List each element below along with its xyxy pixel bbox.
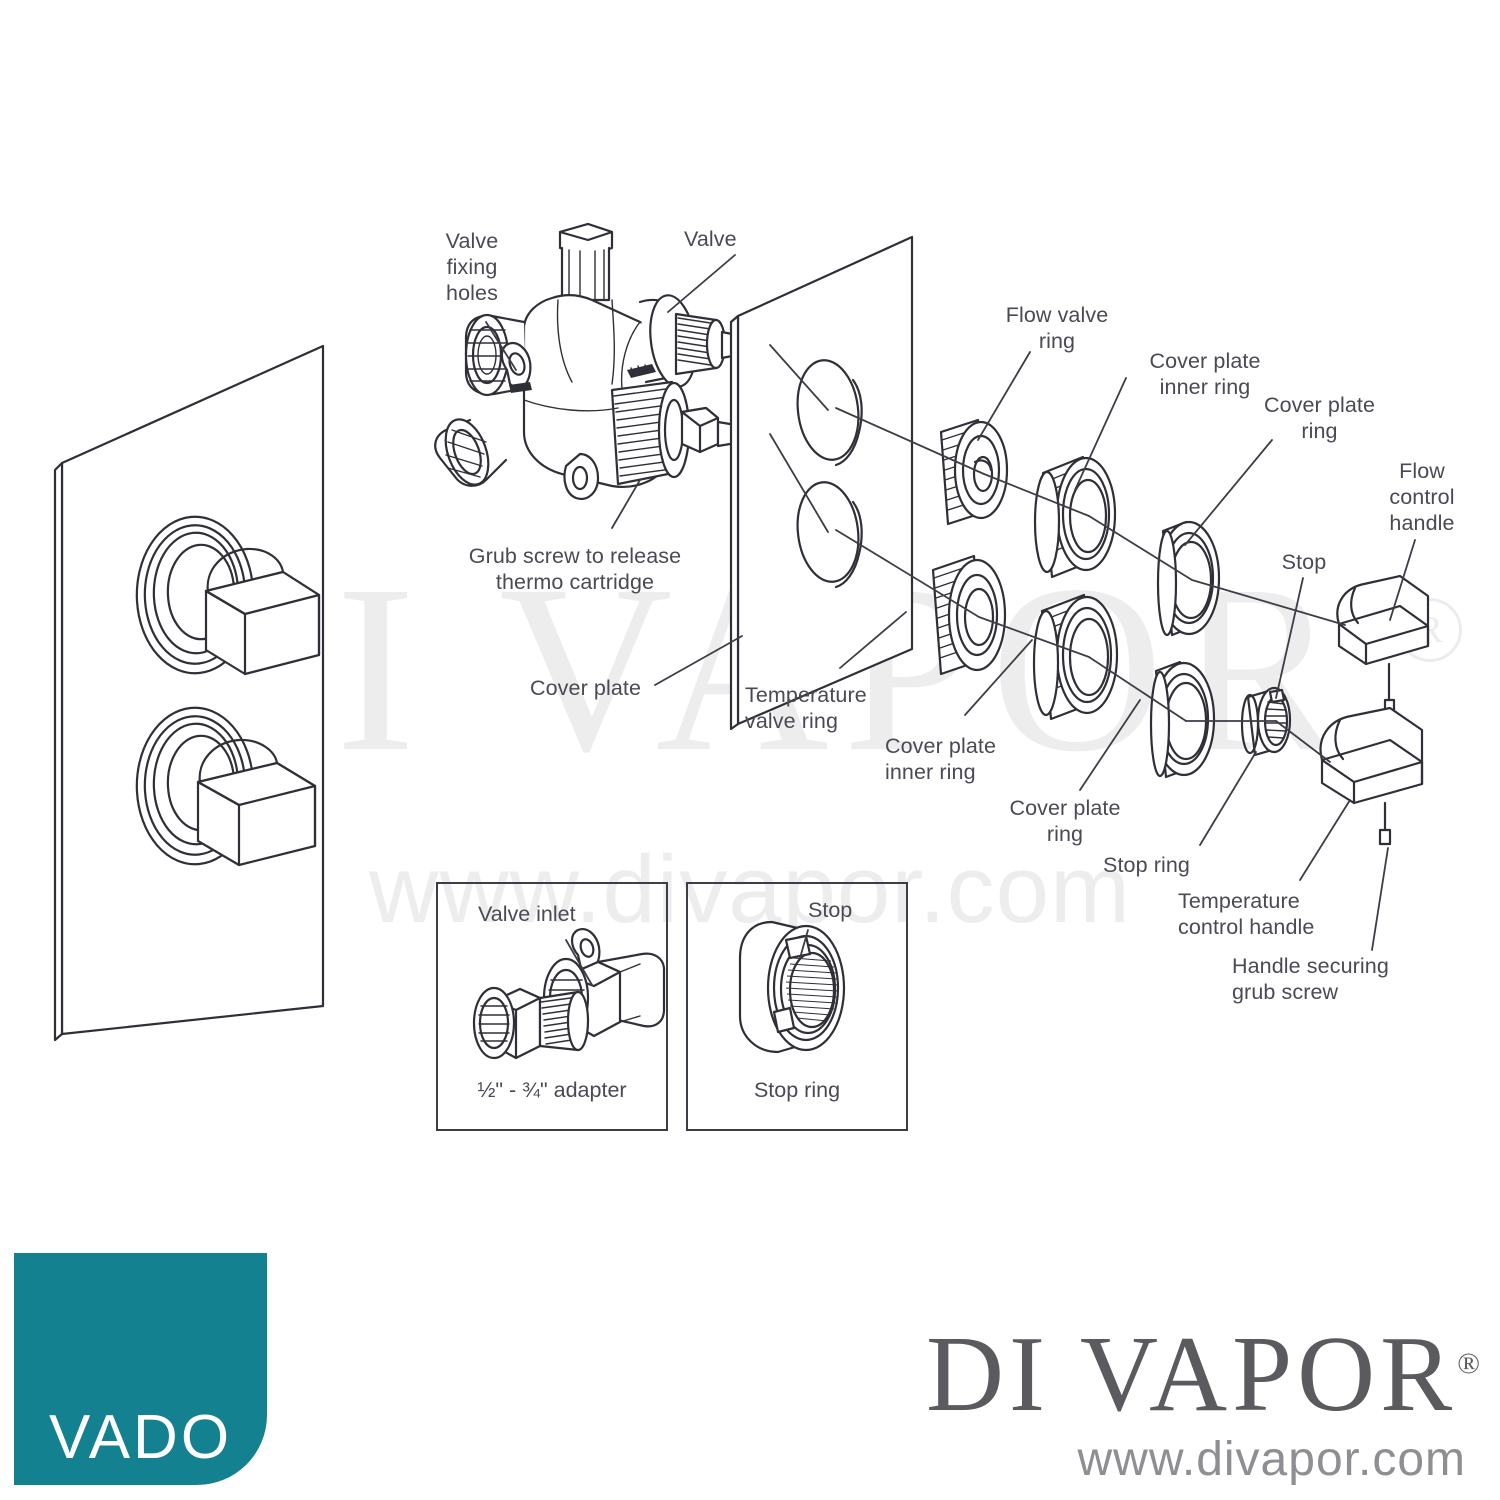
- label-cover-plate-ring-top: Cover plate ring: [1263, 393, 1376, 444]
- divapor-branding: DI VAPOR® www.divapor.com: [790, 1319, 1480, 1487]
- inset-box-adapter: [436, 882, 668, 1131]
- upper-handle-assembly: [135, 515, 321, 676]
- label-valve-fixing-holes: Valve fixing holes: [445, 229, 499, 306]
- vado-logo: VADO: [14, 1253, 267, 1485]
- inset-label-valve-inlet: Valve inlet: [478, 902, 576, 926]
- label-stop-top: Stop: [1281, 550, 1327, 574]
- temperature-valve-ring: [931, 554, 1007, 676]
- cover-plate-inner-ring-upper: [1033, 455, 1117, 579]
- label-cover-plate-ring-bottom: Cover plate ring: [1009, 796, 1121, 847]
- label-temperature-valve-ring: Temperature valve ring: [745, 683, 867, 734]
- assembled-wall-plate: [53, 344, 325, 1042]
- cover-plate-ring-upper: [1156, 520, 1221, 637]
- inset-adapter-art: [472, 928, 666, 1060]
- cover-plate-inner-ring-lower: [1032, 593, 1119, 721]
- label-cover-plate-inner-ring-bottom: Cover plate inner ring: [885, 734, 997, 785]
- label-stop-ring: Stop ring: [1103, 853, 1190, 877]
- inset-caption-adapter: ½" - ¾" adapter: [477, 1078, 627, 1102]
- label-flow-control-handle: Flow control handle: [1389, 459, 1455, 536]
- divapor-registered-icon: ®: [1457, 1347, 1480, 1380]
- flow-control-handle: [1336, 574, 1430, 715]
- label-flow-valve-ring: Flow valve ring: [1005, 303, 1109, 354]
- divapor-name: DI VAPOR®: [790, 1319, 1480, 1430]
- label-cover-plate: Cover plate: [530, 676, 642, 700]
- inset-stop-ring-art: [738, 920, 846, 1054]
- vado-logo-text: VADO: [48, 1403, 233, 1472]
- flow-valve-ring: [939, 418, 1009, 526]
- valve-body: [434, 222, 772, 500]
- label-grub-screw-thermo: Grub screw to release thermo cartridge: [468, 544, 682, 595]
- cover-plate: [729, 235, 914, 731]
- thermo-cartridge: [610, 380, 691, 486]
- label-temperature-control-handle: Temperature control handle: [1178, 889, 1315, 940]
- label-valve: Valve: [684, 227, 737, 251]
- stop-ring-part: [1240, 686, 1292, 757]
- lower-handle-assembly: [135, 706, 317, 867]
- inset-caption-stop-ring: Stop ring: [753, 1078, 841, 1102]
- inset-box-stop-ring: [686, 882, 908, 1131]
- assembly-axis-lines: [769, 344, 1346, 763]
- divapor-url: www.divapor.com: [1077, 1433, 1466, 1487]
- temperature-control-handle: [1319, 706, 1424, 846]
- divapor-name-text: DI VAPOR: [926, 1315, 1458, 1434]
- leader-lines: [485, 254, 1416, 951]
- label-cover-plate-inner-ring-top: Cover plate inner ring: [1149, 349, 1261, 400]
- label-handle-securing-grub-screw: Handle securing grub screw: [1232, 954, 1389, 1005]
- inset-label-stop: Stop: [808, 898, 853, 922]
